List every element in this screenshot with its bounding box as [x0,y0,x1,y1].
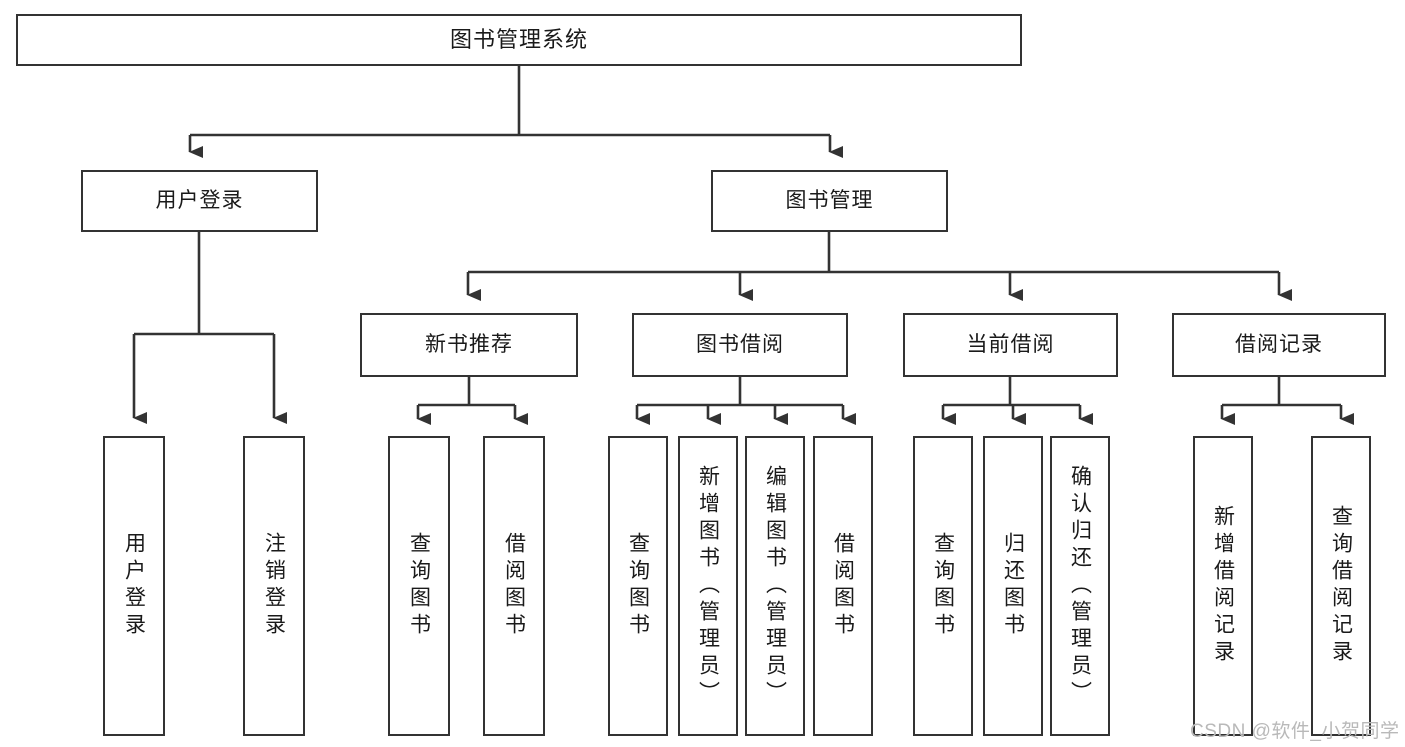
leaf-user-login-login[interactable]: 用户登录 [103,436,165,736]
node-new-book-recommend[interactable]: 新书推荐 [360,313,578,377]
node-new-book-recommend-label: 新书推荐 [425,333,513,357]
leaf-label: 查询借阅记录 [1329,505,1353,667]
node-root-label: 图书管理系统 [449,26,588,52]
leaf-borrow-borrow-book[interactable]: 借阅图书 [813,436,873,736]
node-book-borrow-label: 图书借阅 [696,333,784,357]
leaf-label: 确认归还（管理员） [1068,464,1092,708]
leaf-new-book-borrow[interactable]: 借阅图书 [483,436,545,736]
leaf-label: 新增借阅记录 [1211,505,1235,667]
csdn-watermark: CSDN @软件_小贺同学 [1190,721,1400,742]
leaf-label: 用户登录 [122,532,146,640]
leaf-label: 查询图书 [407,532,431,640]
node-book-management-label: 图书管理 [785,189,874,213]
leaf-label: 新增图书（管理员） [696,464,720,708]
node-book-borrow[interactable]: 图书借阅 [632,313,848,377]
leaf-label: 查询图书 [626,532,650,640]
leaf-borrow-add-book-admin[interactable]: 新增图书（管理员） [678,436,738,736]
leaf-records-query-record[interactable]: 查询借阅记录 [1311,436,1371,736]
leaf-new-book-query[interactable]: 查询图书 [388,436,450,736]
node-borrow-records-label: 借阅记录 [1235,333,1323,357]
leaf-borrow-edit-book-admin[interactable]: 编辑图书（管理员） [745,436,805,736]
node-borrow-records[interactable]: 借阅记录 [1172,313,1386,377]
leaf-label: 借阅图书 [502,532,526,640]
leaf-label: 归还图书 [1001,532,1025,640]
node-user-login-label: 用户登录 [155,189,244,213]
node-root[interactable]: 图书管理系统 [16,14,1022,66]
leaf-current-return-book[interactable]: 归还图书 [983,436,1043,736]
node-current-borrow[interactable]: 当前借阅 [903,313,1118,377]
leaf-records-add-record[interactable]: 新增借阅记录 [1193,436,1253,736]
leaf-label: 编辑图书（管理员） [763,464,787,708]
node-current-borrow-label: 当前借阅 [966,333,1055,357]
leaf-label: 注销登录 [262,532,286,640]
leaf-borrow-query-book[interactable]: 查询图书 [608,436,668,736]
node-user-login[interactable]: 用户登录 [81,170,318,232]
node-book-management[interactable]: 图书管理 [711,170,948,232]
leaf-label: 查询图书 [931,532,955,640]
leaf-current-query-book[interactable]: 查询图书 [913,436,973,736]
leaf-label: 借阅图书 [831,532,855,640]
leaf-user-login-logout[interactable]: 注销登录 [243,436,305,736]
leaf-current-confirm-return-admin[interactable]: 确认归还（管理员） [1050,436,1110,736]
